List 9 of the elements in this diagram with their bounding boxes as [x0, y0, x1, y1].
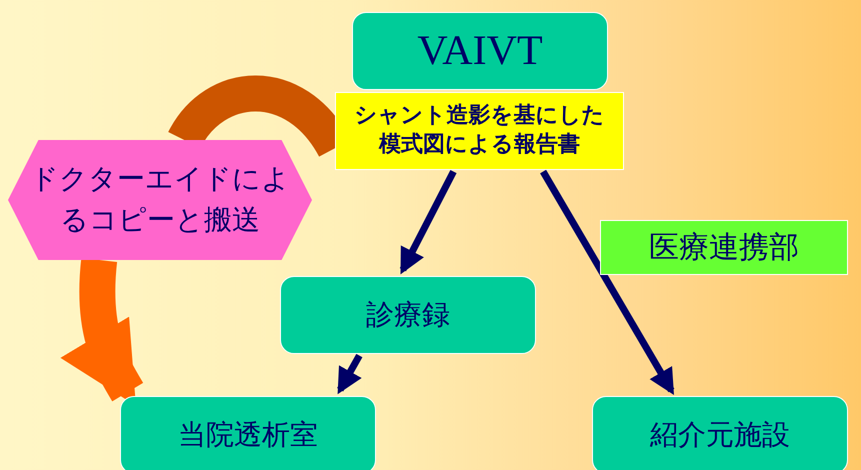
process-box: VAIVT — [352, 12, 608, 90]
arrow — [337, 354, 362, 394]
process-box: 診療録 — [280, 276, 536, 354]
department-box: 医療連携部 — [600, 220, 848, 275]
arrow — [540, 170, 674, 396]
arrow — [400, 170, 457, 274]
note-box: シャント造影を基にした模式図による報告書 — [335, 92, 624, 170]
process-box: 当院透析室 — [120, 396, 376, 470]
process-box: 紹介元施設 — [592, 396, 848, 470]
